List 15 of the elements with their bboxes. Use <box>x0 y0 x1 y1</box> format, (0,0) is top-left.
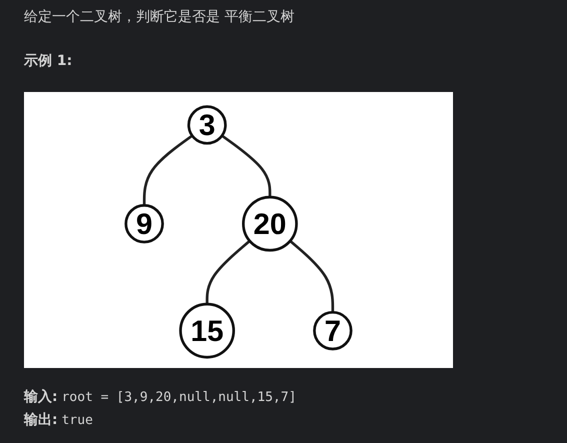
title-text: 给定一个二叉树，判断它是否是 平衡二叉树 <box>24 8 294 26</box>
connector <box>289 240 334 312</box>
connector <box>221 134 272 198</box>
node-circle: 15 <box>179 302 235 359</box>
node-circle: 20 <box>242 196 298 252</box>
connector <box>206 240 251 304</box>
connector <box>142 134 193 206</box>
input-value: root = [3,9,20,null,null,15,7] <box>62 390 296 405</box>
output-value: true <box>62 413 93 428</box>
example-heading: 示例 1: <box>24 52 72 70</box>
node-circle: 7 <box>313 310 352 350</box>
output-label: 输出: <box>24 412 58 428</box>
node-circle: 3 <box>187 105 227 145</box>
node-circle: 9 <box>124 204 164 244</box>
input-label: 输入: <box>24 389 58 405</box>
